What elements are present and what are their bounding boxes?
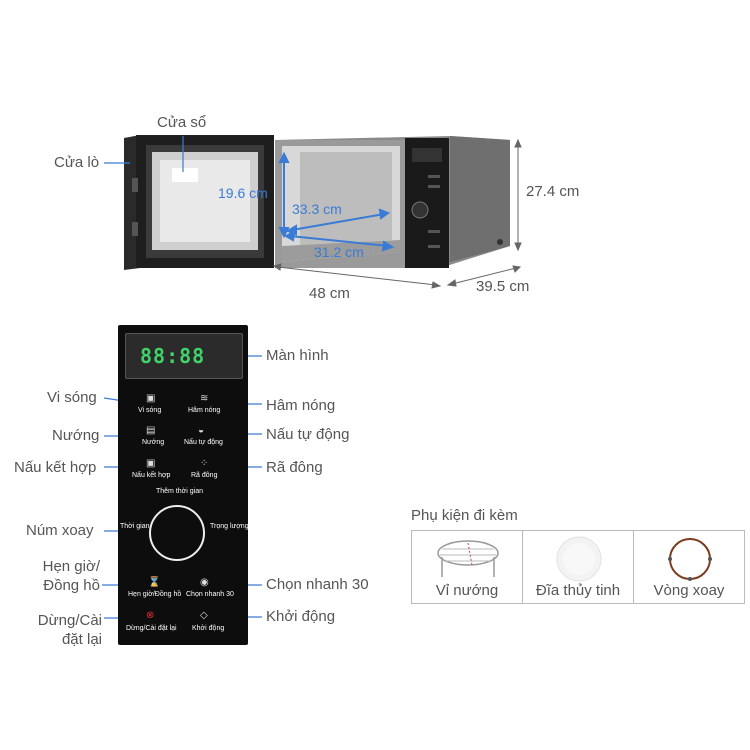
outer-height-label: 27.4 cm: [526, 183, 580, 200]
panel-display: 88:88: [125, 333, 243, 379]
control-dial[interactable]: [149, 505, 205, 561]
steam-icon: ≋: [200, 393, 209, 404]
inner-dimension-arrows: [278, 151, 395, 252]
stop-callout: Dừng/Cài đặt lại: [37, 612, 102, 648]
defrost-callout: Rã đông: [266, 459, 323, 476]
roller-ring-label: Vòng xoay: [653, 582, 725, 599]
panel-microwave-label[interactable]: Vi sóng: [138, 407, 162, 414]
inner-depth-label: 33.3 cm: [292, 201, 342, 217]
panel-grill-label[interactable]: Nướng: [142, 439, 165, 446]
window-label: Cửa sổ: [157, 114, 207, 131]
auto-cook-icon: ◒: [198, 425, 205, 436]
outer-width-label: 48 cm: [309, 285, 350, 302]
combo-icon: ▣: [146, 458, 156, 469]
panel-reheat-label[interactable]: Hâm nóng: [188, 407, 221, 414]
grill-callout: Nướng: [52, 427, 100, 444]
panel-defrost-label[interactable]: Rã đông: [191, 472, 218, 479]
outer-depth-label: 39.5 cm: [476, 278, 530, 295]
panel-stop-label[interactable]: Dừng/Cài đặt lại: [126, 625, 177, 632]
panel-add-time-label[interactable]: Thêm thời gian: [156, 488, 204, 495]
display-digits: 88:88: [140, 344, 206, 368]
reheat-callout: Hâm nóng: [266, 397, 336, 414]
panel-start-label[interactable]: Khởi động: [192, 625, 225, 632]
dial-callout: Núm xoay: [26, 522, 94, 539]
quick30-icon: ◉: [200, 577, 209, 588]
auto-cook-callout: Nấu tự động: [266, 426, 350, 443]
quick30-callout: Chọn nhanh 30: [266, 576, 369, 593]
timer-callout: Hẹn giờ/ Đồng hồ: [42, 558, 100, 594]
start-icon: ◇: [200, 610, 208, 621]
control-panel: 88:88 ▣ Vi sóng ≋ Hâm nóng ▤ Nướng ◒ Nấu…: [118, 325, 249, 645]
display-callout: Màn hình: [266, 347, 329, 364]
oven-door: [124, 135, 274, 270]
panel-auto-cook-label[interactable]: Nấu tự động: [184, 439, 223, 446]
glass-plate-icon: [556, 536, 602, 582]
panel-timer-label[interactable]: Hẹn giờ/Đồng hồ: [128, 591, 182, 598]
inner-width-label: 31.2 cm: [314, 244, 364, 260]
door-label: Cửa lò: [54, 154, 100, 171]
microwave-icon: ▣: [146, 393, 156, 404]
snowflake-icon: ⁘: [200, 458, 209, 469]
microwave-callout: Vi sóng: [47, 389, 97, 406]
roller-ring-icon: [668, 538, 712, 581]
panel-quick30-label[interactable]: Chọn nhanh 30: [186, 591, 234, 598]
stop-icon: ⊗: [146, 610, 155, 621]
accessory-roller-ring: Vòng xoay: [633, 530, 745, 604]
panel-combo-label[interactable]: Nấu kết hợp: [132, 472, 171, 479]
grill-icon: ▤: [146, 425, 156, 436]
combo-callout: Nấu kết hợp: [14, 459, 97, 476]
accessory-glass-plate: Đĩa thủy tinh: [522, 530, 634, 604]
grill-rack-icon: [437, 540, 499, 577]
oven-cabinet: [275, 136, 510, 268]
grill-rack-label: Vỉ nướng: [435, 582, 499, 599]
panel-time-label: Thời gian: [120, 523, 150, 530]
outer-dimension-lines: [272, 138, 522, 289]
accessories-title: Phụ kiện đi kèm: [411, 507, 518, 524]
start-callout: Khởi động: [266, 608, 336, 625]
panel-weight-label: Trọng lượng: [210, 523, 249, 530]
inner-height-label: 19.6 cm: [218, 185, 268, 201]
accessory-grill-rack: Vỉ nướng: [411, 530, 523, 604]
clock-icon: ⌛: [148, 577, 161, 588]
glass-plate-label: Đĩa thủy tinh: [535, 582, 621, 599]
